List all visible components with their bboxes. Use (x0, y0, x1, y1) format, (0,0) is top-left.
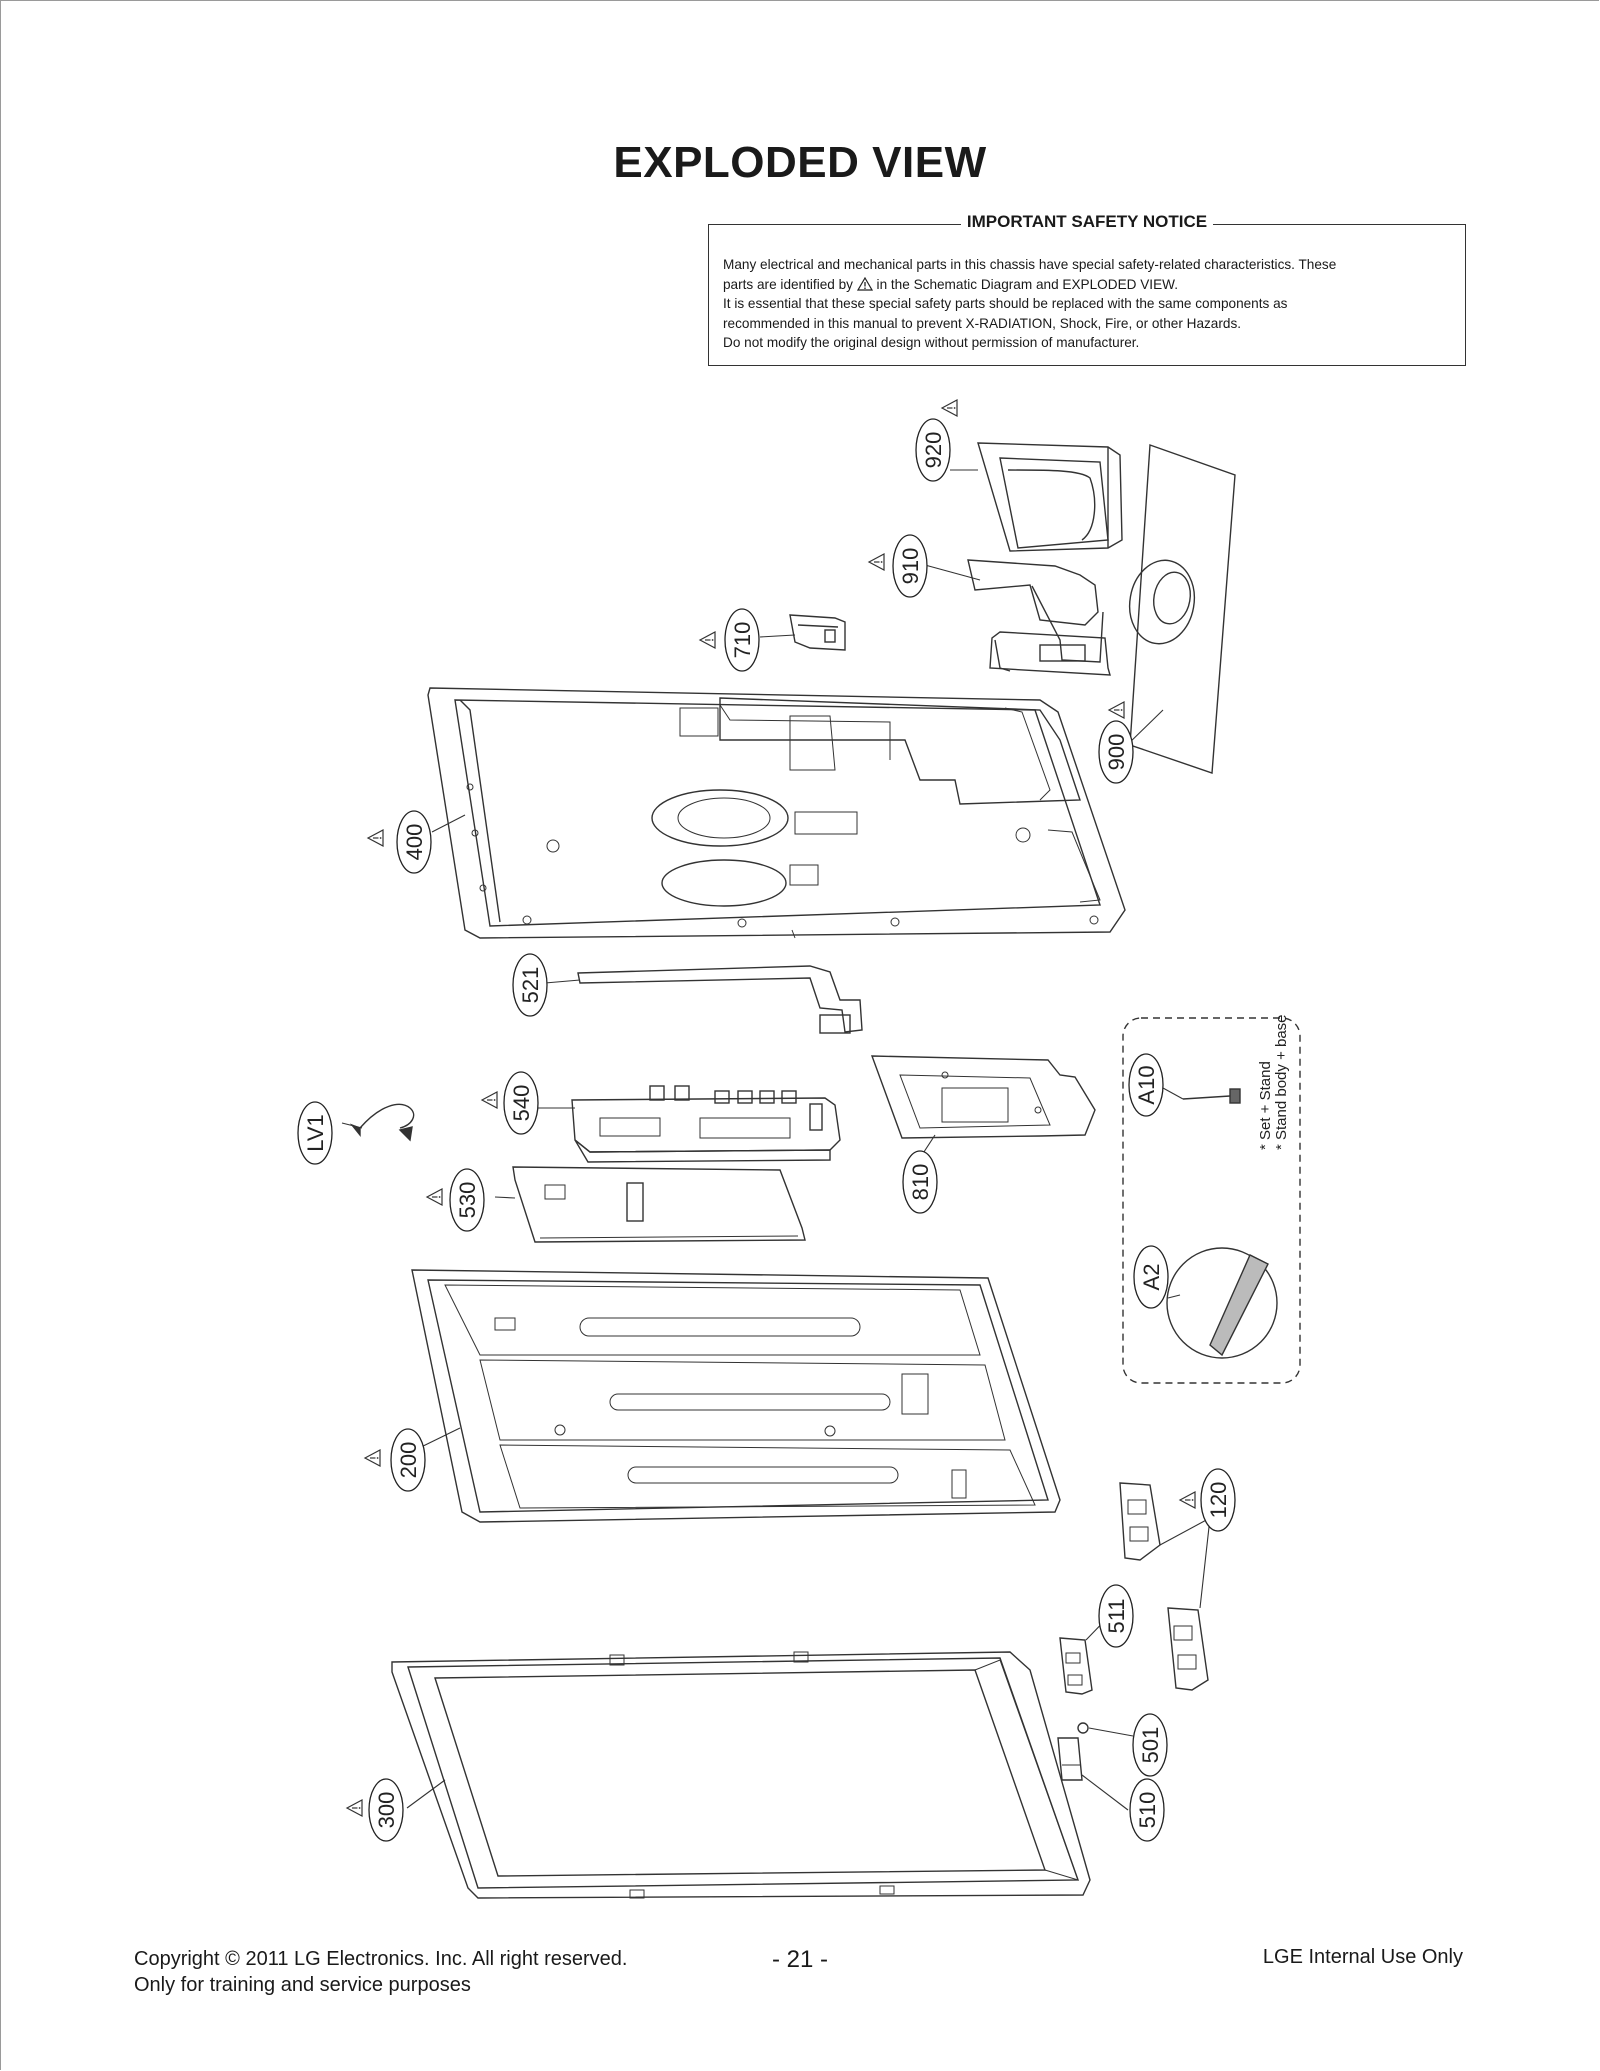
footer-purpose: Only for training and service purposes (134, 1974, 471, 1996)
callout-300-oval (368, 1778, 404, 1842)
stand-base-part (1128, 444, 1236, 774)
page-number: - 21 - (771, 1946, 828, 1973)
safety-notice-heading-wrap: IMPORTANT SAFETY NOTICE (709, 212, 1465, 232)
callout-810-oval (902, 1150, 938, 1214)
callout-200-label: 200 (396, 1442, 421, 1479)
callout-530-label: 530 (455, 1182, 480, 1219)
callout-lv1-label: LV1 (303, 1114, 328, 1152)
stand-body-part (967, 559, 1111, 676)
callout-920-oval (915, 418, 951, 482)
callout-510-oval (1129, 1778, 1165, 1842)
callout-920-label: 920 (921, 432, 946, 469)
screw-501-part (1077, 1722, 1089, 1734)
callout-a10-label: A10 (1134, 1065, 1159, 1104)
notice-line-5: Do not modify the original design withou… (723, 335, 1140, 351)
pad-510-part (1057, 1737, 1083, 1781)
chassis-frame-part (411, 1269, 1061, 1523)
callout-540-oval (503, 1071, 539, 1135)
callout-501-oval (1132, 1713, 1168, 1777)
leader-lines (341, 469, 1211, 1811)
cable-521-part (577, 965, 863, 1034)
power-board-part (512, 1166, 806, 1243)
warning-400-icon (367, 829, 384, 847)
notice-line-4: recommended in this manual to prevent X-… (723, 315, 1242, 331)
warning-920-icon (941, 399, 958, 417)
callout-a2-oval (1133, 1245, 1169, 1309)
front-bezel-part (391, 1651, 1091, 1899)
tool-a2-part (1166, 1247, 1278, 1359)
page-title: EXPLODED VIEW (613, 138, 987, 187)
callout-400-label: 400 (402, 824, 427, 861)
warning-900-icon (1108, 701, 1125, 719)
screw-a10-part (1182, 1088, 1241, 1104)
notice-line-2b: in the Schematic Diagram and EXPLODED VI… (876, 276, 1178, 292)
callout-511-oval (1098, 1584, 1134, 1648)
warning-200-icon (364, 1449, 381, 1467)
safety-notice-body: Many electrical and mechanical parts in … (723, 255, 1451, 353)
callout-lv1-oval (297, 1101, 333, 1165)
warning-910-icon (868, 553, 885, 571)
safety-notice-box: IMPORTANT SAFETY NOTICE Many electrical … (708, 212, 1466, 366)
bracket-710-part (789, 614, 846, 651)
notice-line-3: It is essential that these special safet… (723, 296, 1288, 312)
callout-120-oval (1200, 1468, 1236, 1532)
bracket-511-part (1059, 1637, 1093, 1695)
accessory-note-stand-body: * Stand body + base (1273, 1014, 1290, 1150)
callout-510-label: 510 (1135, 1792, 1160, 1829)
callout-910-label: 910 (898, 548, 923, 585)
footer-copyright: Copyright © 2011 LG Electronics. Inc. Al… (134, 1948, 628, 1970)
notice-line-2: parts are identified by in the Schematic… (723, 275, 1451, 295)
back-cover-part (427, 687, 1126, 939)
callout-710-oval (724, 608, 760, 672)
callout-900-label: 900 (1104, 734, 1129, 771)
callout-521-oval (512, 953, 548, 1017)
shield-plate-part (870, 1055, 1096, 1139)
callout-a10-oval (1128, 1053, 1164, 1117)
callout-900-oval (1098, 720, 1134, 784)
warning-540-icon (481, 1091, 498, 1109)
callout-710-label: 710 (730, 622, 755, 659)
footer-copyright-block: Copyright © 2011 LG Electronics. Inc. Al… (134, 1946, 627, 1998)
hinge-bracket-120-part (1119, 1482, 1209, 1691)
callout-530-oval (449, 1168, 485, 1232)
callout-810-label: 810 (908, 1164, 933, 1201)
callout-540-label: 540 (509, 1085, 534, 1122)
callout-a2-label: A2 (1139, 1264, 1164, 1291)
warning-300-icon (346, 1799, 363, 1817)
stand-neck-cover-part (977, 442, 1123, 552)
cable-lv1-part (349, 1103, 415, 1142)
warning-710-icon (699, 631, 716, 649)
footer-internal-use: LGE Internal Use Only (1262, 1946, 1463, 1968)
safety-notice-heading: IMPORTANT SAFETY NOTICE (960, 212, 1214, 231)
callout-200-oval (390, 1428, 426, 1492)
notice-line-2a: parts are identified by (723, 276, 853, 292)
warning-530-icon (426, 1188, 443, 1206)
warning-120-icon (1179, 1491, 1196, 1509)
callout-400-oval (396, 810, 432, 874)
notice-line-1: Many electrical and mechanical parts in … (723, 257, 1337, 272)
callout-120-label: 120 (1206, 1482, 1231, 1519)
callout-501-label: 501 (1138, 1727, 1163, 1764)
callout-511-label: 511 (1104, 1598, 1129, 1633)
callout-910-oval (892, 534, 928, 598)
warning-triangle-icon (856, 276, 873, 291)
main-board-part (571, 1085, 841, 1163)
accessory-note-set-stand: * Set + Stand (1257, 1061, 1274, 1150)
callout-521-label: 521 (518, 967, 543, 1004)
callout-300-label: 300 (374, 1792, 399, 1829)
